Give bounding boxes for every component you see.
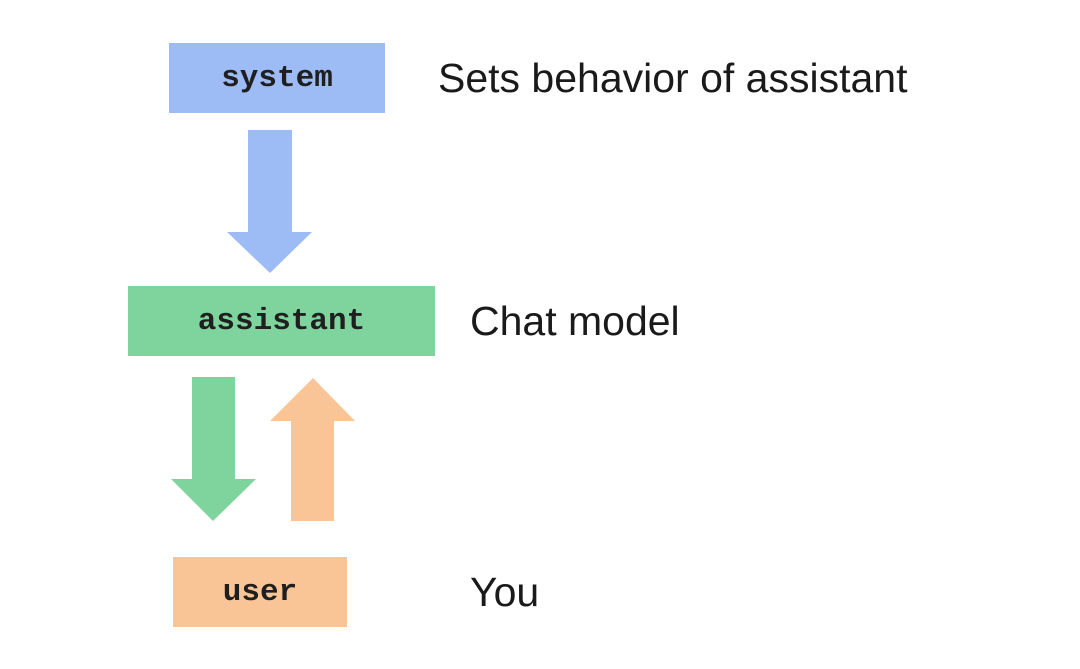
- user-role-box: user: [173, 557, 347, 627]
- assistant-to-user-arrow: [171, 377, 256, 521]
- user-description: You: [470, 569, 540, 615]
- user-role-label: user: [222, 574, 298, 610]
- system-role-label: system: [221, 60, 333, 96]
- system-description: Sets behavior of assistant: [438, 55, 908, 101]
- assistant-description: Chat model: [470, 298, 680, 344]
- assistant-role-box: assistant: [128, 286, 435, 356]
- system-role-box: system: [169, 43, 385, 113]
- assistant-role-label: assistant: [197, 303, 366, 339]
- system-to-assistant-arrow: [227, 130, 312, 273]
- user-to-assistant-arrow: [270, 378, 355, 521]
